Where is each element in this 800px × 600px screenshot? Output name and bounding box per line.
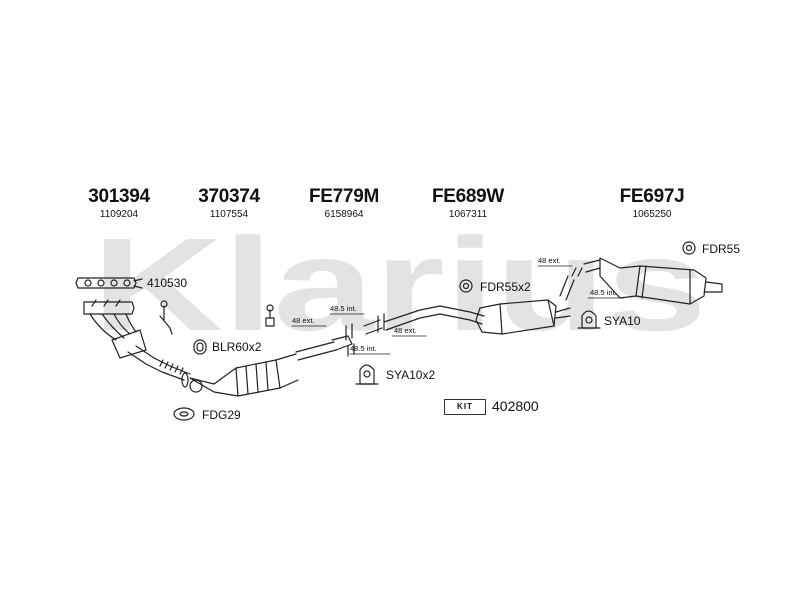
part-reference: 1107554 bbox=[209, 209, 249, 220]
manifold-gasket-shape bbox=[75, 277, 143, 289]
pipe-note-485int-b: 48.5 int. bbox=[350, 344, 377, 353]
hanger-fdr55-label: FDR55 bbox=[702, 242, 741, 256]
part-number: FE689W bbox=[431, 186, 505, 207]
mount-sya10x2-label: SYA10x2 bbox=[386, 368, 436, 382]
part-reference: 1109204 bbox=[99, 209, 139, 220]
clamp-blr-label: BLR60x2 bbox=[212, 340, 262, 354]
part-header-5: FE697J 1065250 bbox=[606, 186, 698, 220]
catalytic-converter-shape bbox=[189, 353, 299, 397]
part-number: FE779M bbox=[308, 186, 379, 207]
down-pipe-shape bbox=[145, 357, 191, 388]
gasket-fdg-label: FDG29 bbox=[202, 408, 241, 422]
part-number: 370374 bbox=[198, 186, 260, 207]
part-reference: 1065250 bbox=[632, 209, 672, 220]
part-number: 301394 bbox=[88, 186, 150, 207]
mount-sya10-shape bbox=[577, 310, 601, 329]
part-reference: 6158964 bbox=[324, 209, 364, 220]
pipe-note-48ext-a: 48 ext. bbox=[292, 316, 315, 325]
hanger-fdr55x2-shape bbox=[459, 279, 473, 293]
connecting-pipe-shape bbox=[363, 305, 485, 335]
pipe-note-485int-a: 48.5 int. bbox=[330, 304, 357, 313]
clamp-blr-shape bbox=[193, 339, 207, 355]
pipe-note-48ext-b: 48 ext. bbox=[394, 326, 417, 335]
rear-silencer-shape bbox=[599, 257, 723, 305]
mount-sya10x2-shape bbox=[355, 364, 379, 385]
gasket-fdg29-shape bbox=[173, 407, 195, 421]
kit-code: 402800 bbox=[492, 398, 539, 414]
intermediate-pipe-shape bbox=[295, 323, 355, 361]
part-number: FE697J bbox=[619, 186, 685, 207]
mount-sya10-label: SYA10 bbox=[604, 314, 641, 328]
sensor-shape bbox=[265, 304, 275, 327]
hanger-fdr55-shape bbox=[682, 241, 696, 255]
part-reference: 1067311 bbox=[448, 209, 488, 220]
middle-silencer-shape bbox=[475, 299, 571, 335]
joint-pipe-shape bbox=[559, 259, 601, 301]
gasket-label: 410530 bbox=[147, 276, 188, 290]
part-header-2: 370374 1107554 bbox=[188, 186, 270, 220]
part-header-3: FE779M 6158964 bbox=[298, 186, 390, 220]
part-header-1: 301394 1109204 bbox=[78, 186, 160, 220]
dimension-lines bbox=[291, 265, 625, 355]
kit-badge: KIT bbox=[444, 399, 486, 415]
exhaust-manifold-shape bbox=[83, 299, 155, 365]
clamp-410530-shape bbox=[159, 300, 173, 335]
part-header-4: FE689W 1067311 bbox=[422, 186, 514, 220]
pipe-note-485int-c: 48.5 int. bbox=[590, 288, 617, 297]
hanger-fdr55x2-label: FDR55x2 bbox=[480, 280, 531, 294]
pipe-note-48ext-c: 48 ext. bbox=[538, 256, 561, 265]
